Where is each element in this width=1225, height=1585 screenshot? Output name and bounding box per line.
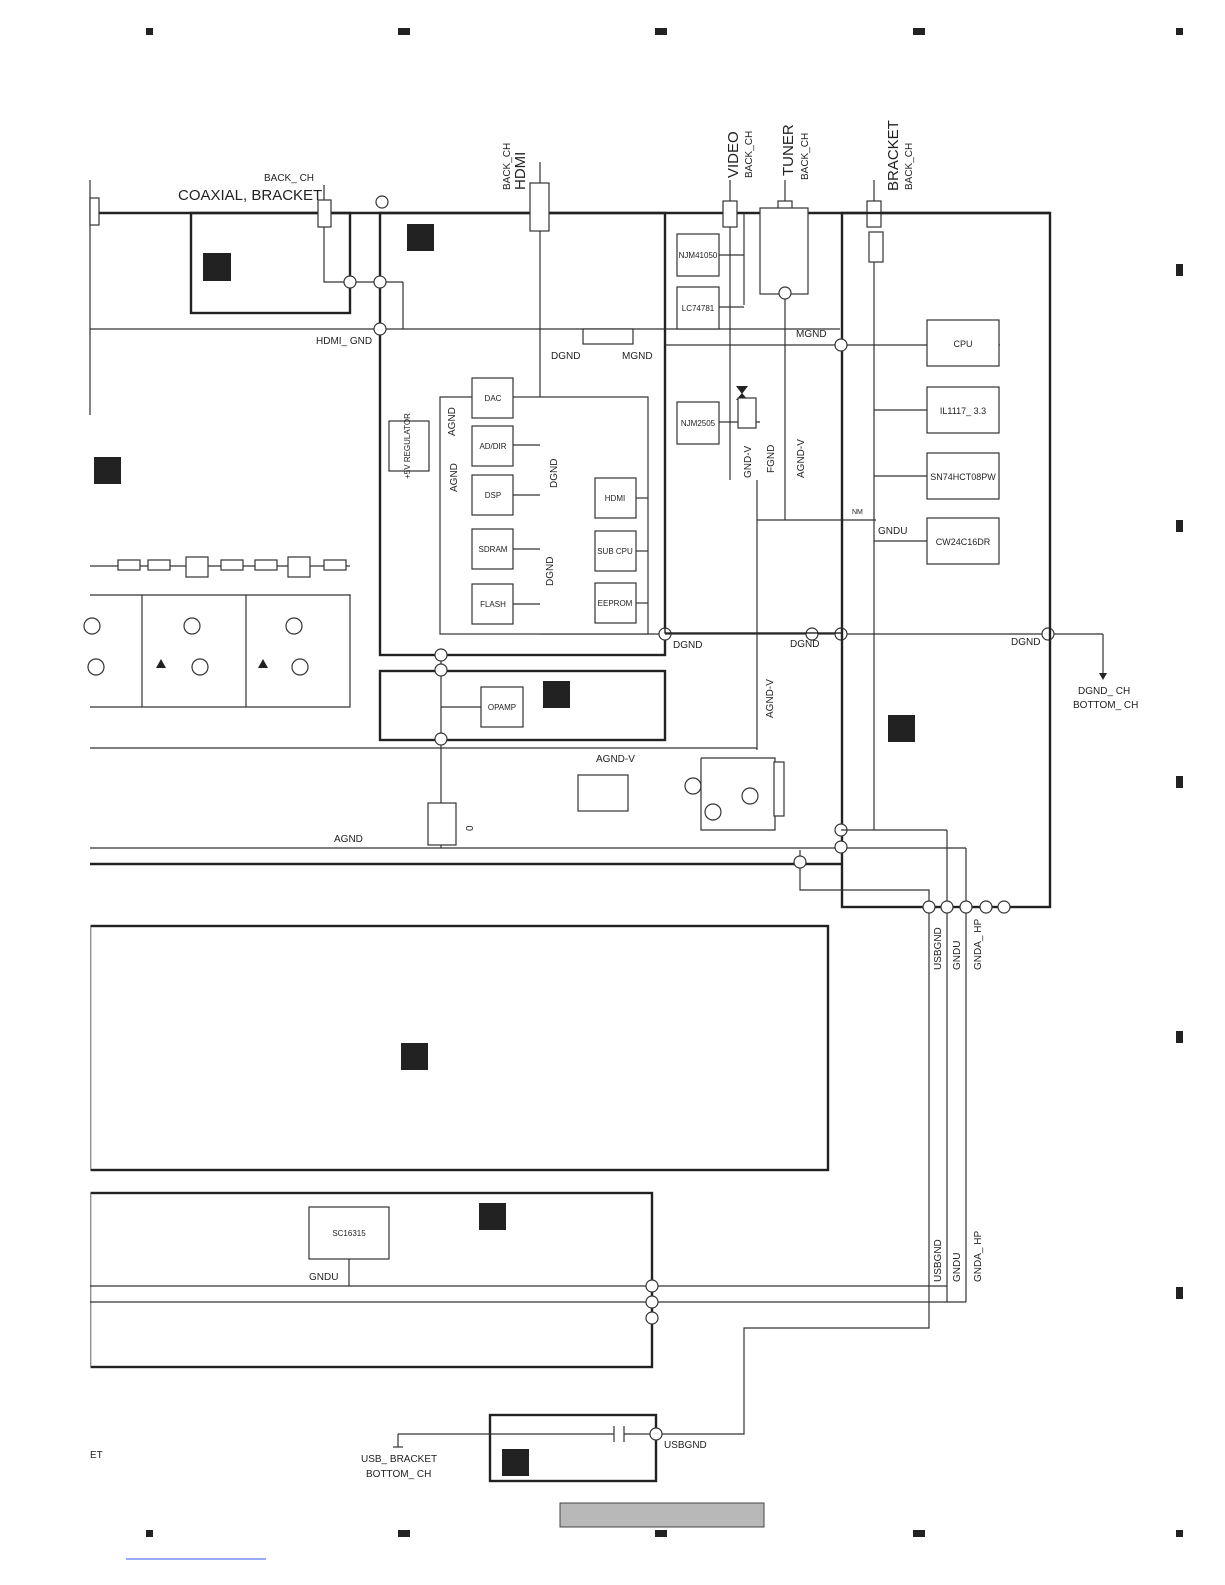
agnd-label: AGND: [334, 834, 363, 845]
svg-text:LC74781: LC74781: [682, 304, 715, 313]
agnd-v-label-1: AGND-V: [796, 439, 807, 478]
large-board: [88, 924, 830, 1172]
coaxial-label: COAXIAL, BRACKET: [178, 187, 322, 204]
dgnd-label-b: DGND: [790, 639, 819, 650]
dgnd-label-c: DGND: [1011, 637, 1040, 648]
mgnd-label-top: MGND: [622, 351, 653, 362]
hdmi-label: HDMI: [512, 152, 529, 190]
svg-text:DSP: DSP: [485, 491, 501, 500]
coaxial-board: [189, 211, 352, 315]
svg-text:FLASH: FLASH: [480, 600, 506, 609]
svg-text:SDRAM: SDRAM: [479, 545, 508, 554]
svg-text:CW24C16DR: CW24C16DR: [936, 537, 991, 547]
hdmi-chip: [594, 477, 637, 519]
agnd-v-label-2: AGND-V: [765, 679, 776, 718]
lc74781-chip: [676, 286, 720, 330]
regulator-label: +5V REGULATOR: [403, 413, 412, 479]
usbgnd-label-3: USBGND: [664, 1440, 707, 1451]
svg-text:SN74HCT08PW: SN74HCT08PW: [930, 472, 996, 482]
coaxial-connector: [317, 199, 332, 228]
cpu-chip: [926, 319, 1000, 367]
coaxial-sub-label: BACK_ CH: [264, 173, 314, 184]
svg-text:HDMI: HDMI: [605, 494, 625, 503]
svg-text:OPAMP: OPAMP: [488, 703, 516, 712]
gndu-label-board: GNDU: [309, 1272, 338, 1283]
registration-marks: [146, 28, 1183, 1537]
usbgnd-label-2: USBGND: [933, 1239, 944, 1282]
gndu-label-top: GNDU: [878, 526, 907, 537]
et-label: ET: [90, 1450, 103, 1461]
opamp-board: [378, 669, 667, 742]
agnd-v-label-3: AGND-V: [596, 754, 635, 765]
gnd-v-label: GND-V: [743, 445, 754, 478]
flash-chip: [471, 583, 514, 625]
opamp-chip: [480, 686, 524, 728]
mgnd-label: MGND: [796, 329, 827, 340]
gnda-hp-label-2: GNDA_ HP: [973, 1231, 984, 1282]
cw24-chip: [926, 517, 1000, 565]
usb-board: [488, 1413, 658, 1483]
bracket-label: BRACKET: [885, 120, 902, 191]
dgnd-label-a: DGND: [673, 640, 702, 651]
svg-text:EEPROM: EEPROM: [598, 599, 633, 608]
usb-bracket-label: USB_ BRACKET: [361, 1454, 437, 1465]
dgnd-label-top: DGND: [551, 351, 580, 362]
video-sub-label: BACK_CH: [744, 131, 755, 178]
video-connector: [722, 200, 738, 228]
subcpu-chip: [594, 530, 637, 572]
svg-text:IL1117_ 3.3: IL1117_ 3.3: [940, 406, 986, 416]
regulator-block: [388, 420, 430, 472]
dac-chip: [471, 377, 514, 419]
tuner-label: TUNER: [780, 124, 797, 176]
dgnd-ch-label: DGND_ CH: [1078, 686, 1130, 697]
svg-text:NJM41050: NJM41050: [679, 251, 718, 260]
usb-bottom-ch-label: BOTTOM_ CH: [366, 1469, 431, 1480]
hdmi-gnd-label: HDMI_ GND: [316, 336, 372, 347]
bracket-sub-label: BACK_CH: [904, 143, 915, 190]
agnd-label-2: AGND: [449, 463, 460, 492]
tuner-sub-label: BACK_CH: [800, 133, 811, 180]
svg-text:SC16315: SC16315: [332, 1229, 366, 1238]
usbgnd-label-1: USBGND: [933, 927, 944, 970]
svg-text:DAC: DAC: [485, 394, 502, 403]
footer-bar: [559, 1502, 765, 1528]
svg-text:SUB CPU: SUB CPU: [597, 547, 633, 556]
nm-label: NM: [852, 509, 863, 516]
dgnd-label-mid1: DGND: [549, 459, 560, 488]
video-label: VIDEO: [725, 131, 742, 178]
dgnd-label-mid2: DGND: [545, 557, 556, 586]
svg-text:AD/DIR: AD/DIR: [479, 442, 506, 451]
hdmi-connector: [529, 182, 550, 232]
addir-chip: [471, 425, 514, 467]
agnd-label-1: AGND: [447, 407, 458, 436]
svg-text:NJM2505: NJM2505: [681, 419, 716, 428]
gndu-label-1: GNDU: [952, 941, 963, 970]
hdmi-sub-label: BACK_CH: [502, 143, 513, 190]
njm2505-chip: [676, 401, 720, 445]
bottom-ch-label: BOTTOM_ CH: [1073, 700, 1138, 711]
dsp-chip: [471, 474, 514, 516]
zero-label: 0: [465, 825, 476, 831]
fgnd-label: FGND: [766, 445, 777, 473]
gndu-label-2: GNDU: [952, 1253, 963, 1282]
gnda-hp-label-1: GNDA_ HP: [973, 919, 984, 970]
svg-text:CPU: CPU: [953, 339, 972, 349]
